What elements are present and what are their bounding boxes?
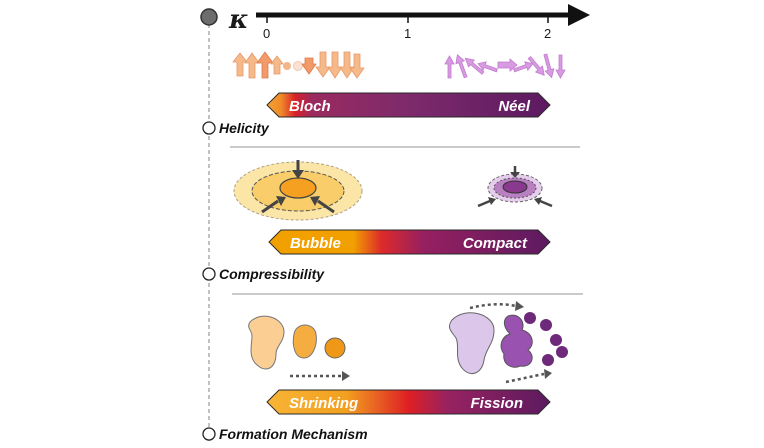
compressibility-bar (268, 229, 551, 255)
helicity-section-marker (202, 121, 216, 135)
bubble-skyrmion-icon (233, 160, 363, 221)
shrinking-domains-icon (248, 315, 350, 381)
compressibility-left-label: Bubble (290, 235, 341, 252)
kappa-axis-arrowhead (568, 4, 590, 26)
formation-section-label: Formation Mechanism (219, 426, 368, 442)
compressibility-right-label: Compact (463, 235, 528, 252)
tick-label-0: 0 (263, 26, 270, 41)
helicity-left-label: Bloch (289, 98, 331, 115)
formation-bar (266, 389, 551, 415)
helicity-right-label: Néel (498, 98, 531, 115)
formation-right-label: Fission (470, 395, 523, 412)
timeline-origin-dot (200, 8, 218, 26)
compressibility-section-marker (202, 267, 216, 281)
tick-label-1: 1 (404, 26, 411, 41)
bloch-spin-arrows-icon (232, 51, 365, 79)
helicity-bar (266, 92, 551, 118)
helicity-section-label: Helicity (219, 120, 270, 136)
compact-skyrmion-icon (477, 166, 553, 208)
fission-domains-icon (449, 301, 568, 384)
neel-spin-arrows-icon (444, 53, 566, 79)
formation-left-label: Shrinking (289, 395, 358, 412)
formation-section-marker (202, 427, 216, 441)
compressibility-section-label: Compressibility (219, 266, 325, 282)
tick-label-2: 2 (544, 26, 551, 41)
kappa-axis-label: κ (228, 5, 249, 35)
